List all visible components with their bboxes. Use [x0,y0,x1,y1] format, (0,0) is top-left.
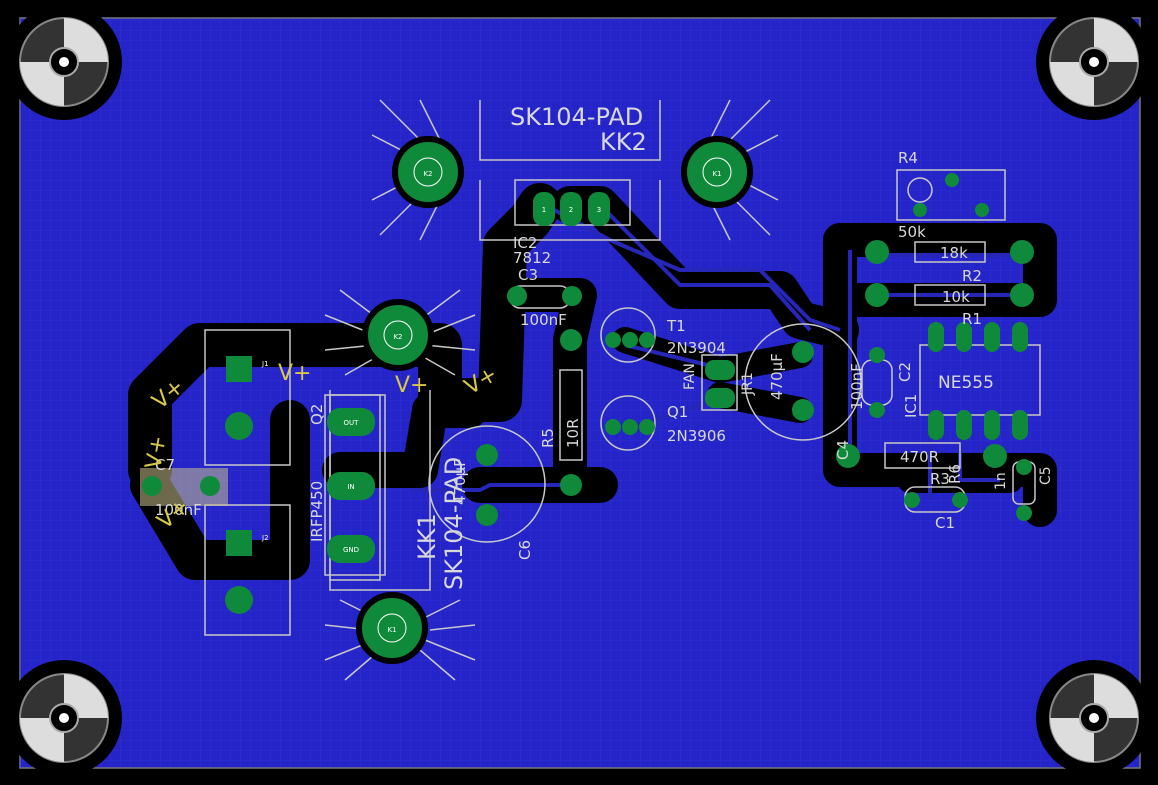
c4-name: C4 [834,440,852,460]
silkscreen-outlines [204,99,1041,681]
mounting-hole-top-left [6,4,122,120]
ic1-name: IC1 [902,394,920,418]
heatsink-left-name: SK104-PAD [440,457,468,590]
r5-name: R5 [539,428,557,448]
mounting-hole-bottom-right [1036,660,1152,776]
t1-name: T1 [666,317,686,335]
q2-value: IRFP450 [308,481,326,542]
c3-name: C3 [518,266,538,284]
c5-name: C5 [1038,466,1054,485]
c7-value: 100nF [155,501,202,519]
vplus-label-5: V+ [141,434,171,471]
r6-name: R6 [946,464,964,484]
ic2-pin3-label: 3 [597,206,601,214]
jr1-name: JR1 [740,372,756,396]
c1-name: C1 [935,514,955,532]
c7-name: C7 [155,456,175,474]
t1-value: 2N3904 [667,339,726,357]
vplus-label-2: V+ [395,373,428,398]
r4-value: 50k [898,223,926,241]
c4-value: 470µF [768,353,786,400]
r2-value: 10k [942,288,970,306]
kk2-k2-label: K2 [423,170,432,178]
jr1-value: FAN [682,363,698,390]
heatsink-top-value: KK2 [600,128,647,156]
r3-name: R3 [930,470,950,488]
q1-value: 2N3906 [667,427,726,445]
j2-label: J2 [261,534,269,542]
r3-value: 18k [940,244,968,262]
ic2-pin2-label: 2 [569,206,573,214]
r2-name: R2 [962,267,982,285]
c3-value: 100nF [520,311,567,329]
c2-value: 100nF [848,363,866,410]
heatsink-left-value: KK1 [413,513,441,560]
r1-name: R1 [962,310,982,328]
kk1-k2-label: K2 [393,333,402,341]
pads [142,136,1034,664]
r6-value: 470R [900,448,939,466]
kk1-k1-label: K1 [387,626,396,634]
mounting-hole-bottom-left [6,660,122,776]
c6-name: C6 [516,540,534,560]
q2-out-label: OUT [344,419,360,427]
q2-in-label: IN [347,483,354,491]
pad-labels: 1 2 3 K2 K1 K2 K1 OUT IN GND J1 J2 [261,170,722,634]
ic2-value: 7812 [513,249,551,267]
c2-name: C2 [896,362,914,382]
ic1-value: NE555 [938,373,994,393]
c6-value: 470µF [451,458,469,505]
j1-label: J1 [261,360,269,368]
q1-name: Q1 [667,403,688,421]
q2-name: Q2 [308,404,326,425]
c5-value: 1n [993,472,1009,490]
mounting-hole-top-right [1036,4,1152,120]
vplus-label-1: V+ [278,361,311,386]
kk2-k1-label: K1 [712,170,721,178]
q2-gnd-label: GND [343,546,359,554]
r5-value: 10R [564,418,582,448]
ic2-name: IC2 [513,234,537,252]
ic2-pin1-label: 1 [542,206,546,214]
r4-name: R4 [898,149,918,167]
heatsink-top-name: SK104-PAD [510,103,643,131]
